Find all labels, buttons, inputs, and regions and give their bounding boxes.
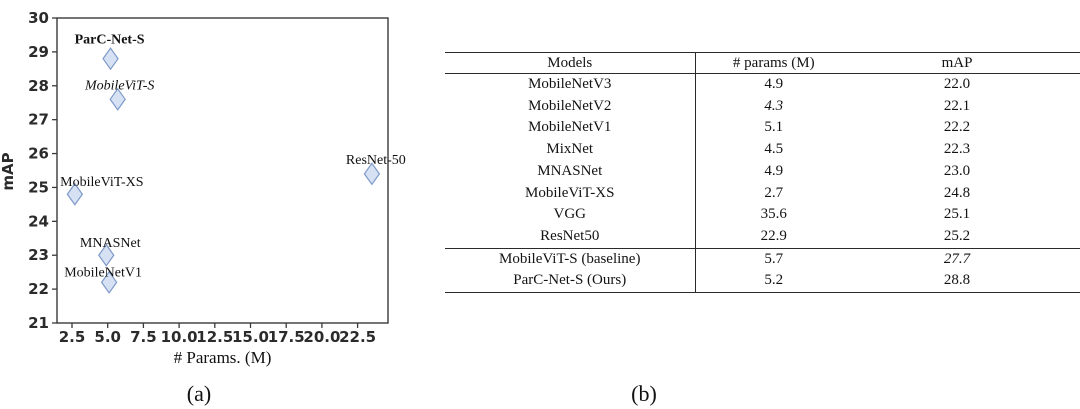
table-row: MobileNetV3 4.9 22.0 — [445, 73, 1080, 96]
y-tick-label: 28 — [28, 77, 49, 95]
point-label-MobileViT-XS: MobileViT-XS — [60, 175, 143, 190]
filler-cell — [1062, 247, 1080, 271]
y-tick-label: 24 — [28, 212, 49, 230]
x-tick-label: 7.5 — [130, 328, 157, 346]
model-cell: MNASNet — [445, 160, 696, 183]
table-row: MobileViT-XS 2.7 24.8 — [445, 182, 1080, 205]
plot-frame — [56, 17, 389, 324]
x-tick-label: 20.0 — [303, 328, 340, 346]
filler-cell — [1062, 74, 1080, 96]
y-tick-label: 26 — [28, 145, 49, 163]
point-label-ResNet-50: ResNet-50 — [346, 153, 406, 168]
x-tick-label: 15.0 — [232, 328, 269, 346]
model-cell: MobileNetV3 — [445, 73, 696, 96]
map-cell: 23.0 — [943, 162, 971, 179]
point-label-MobileNetV1: MobileNetV1 — [64, 265, 142, 280]
map-cell: 28.8 — [852, 270, 1062, 294]
col-header-map: mAP — [852, 52, 1062, 74]
x-tick-label: 17.5 — [268, 328, 305, 346]
map-cell: 25.1 — [943, 206, 971, 223]
point-label-MNASNet: MNASNet — [80, 236, 141, 251]
model-cell: MobileViT-S (baseline) — [445, 247, 696, 271]
params-cell: 4.9 — [764, 162, 784, 179]
params-cell: 5.1 — [764, 119, 784, 136]
x-tick-label: 12.5 — [196, 328, 233, 346]
params-cell: 4.5 — [764, 141, 784, 158]
x-tick-label: 2.5 — [59, 328, 86, 346]
model-cell: ResNet50 — [445, 225, 696, 249]
params-cell: 4.3 — [764, 97, 784, 114]
x-tick-label: 10.0 — [161, 328, 198, 346]
y-tick-label: 23 — [28, 246, 49, 264]
table-row: MNASNet 4.9 23.0 — [445, 160, 1080, 183]
caption-b: (b) — [631, 381, 657, 406]
filler-cell — [1062, 96, 1080, 118]
data-point-MobileViT-XS — [66, 182, 84, 206]
caption-a: (a) — [186, 381, 212, 406]
data-point-ResNet-50 — [363, 162, 381, 186]
model-cell: VGG — [445, 204, 696, 226]
y-tick-label: 22 — [28, 280, 49, 298]
x-axis-label: # Params. (M) — [174, 348, 272, 367]
model-cell: MobileViT-XS — [445, 182, 696, 205]
y-tick-label: 27 — [28, 111, 49, 129]
filler-cell — [1062, 226, 1080, 248]
model-cell: MobileNetV1 — [445, 117, 696, 140]
filler-cell — [1062, 139, 1080, 161]
params-cell: 2.7 — [764, 184, 784, 201]
col-header--params-m-: # params (M) — [695, 52, 852, 74]
data-point-ParC-Net-S — [102, 47, 119, 71]
point-label-ParC-Net-S: ParC-Net-S — [75, 33, 145, 48]
model-cell: ParC-Net-S (Ours) — [445, 270, 696, 294]
table-row: ResNet50 22.9 25.2 — [445, 225, 1080, 249]
model-cell: MobileNetV2 — [445, 95, 696, 118]
table-row: MobileNetV1 5.1 22.2 — [445, 117, 1080, 140]
data-point-MobileNetV1 — [100, 270, 118, 294]
params-cell: 4.9 — [764, 76, 784, 92]
params-cell: 22.9 — [760, 227, 787, 244]
y-tick-label: 29 — [28, 43, 49, 61]
col-header-filler — [1062, 52, 1080, 74]
x-tick-label: 22.5 — [339, 328, 376, 346]
data-point-MobileViT-S — [109, 87, 126, 111]
table-row: MixNet 4.5 22.3 — [445, 139, 1080, 161]
params-cell: 5.7 — [695, 247, 852, 271]
filler-cell — [1062, 204, 1080, 226]
y-tick-label: 30 — [28, 9, 49, 27]
filler-cell — [1062, 183, 1080, 205]
table-row: VGG 35.6 25.1 — [445, 204, 1080, 226]
map-cell: 22.3 — [943, 141, 971, 158]
map-cell: 22.0 — [943, 76, 971, 92]
y-tick-label: 25 — [28, 178, 49, 196]
map-cell: 24.8 — [943, 184, 971, 201]
filler-cell — [1062, 117, 1080, 139]
col-header-models: Models — [445, 52, 696, 74]
table-row: MobileNetV2 4.3 22.1 — [445, 95, 1080, 118]
y-tick-label: 21 — [28, 314, 49, 332]
filler-cell — [1062, 270, 1080, 294]
table-header-row: Models# params (M)mAP — [445, 52, 1080, 74]
map-cell: 25.2 — [943, 227, 971, 244]
y-axis-label: mAP — [0, 152, 17, 190]
map-cell: 27.7 — [852, 247, 1062, 271]
filler-cell — [1062, 161, 1080, 183]
x-tick-label: 5.0 — [94, 328, 121, 346]
map-cell: 22.2 — [943, 119, 971, 136]
data-point-MNASNet — [98, 243, 115, 267]
params-cell: 35.6 — [760, 206, 787, 223]
model-cell: MixNet — [445, 139, 696, 161]
map-cell: 22.1 — [943, 97, 971, 114]
point-label-MobileViT-S: MobileViT-S — [84, 78, 154, 93]
params-cell: 5.2 — [695, 270, 852, 294]
